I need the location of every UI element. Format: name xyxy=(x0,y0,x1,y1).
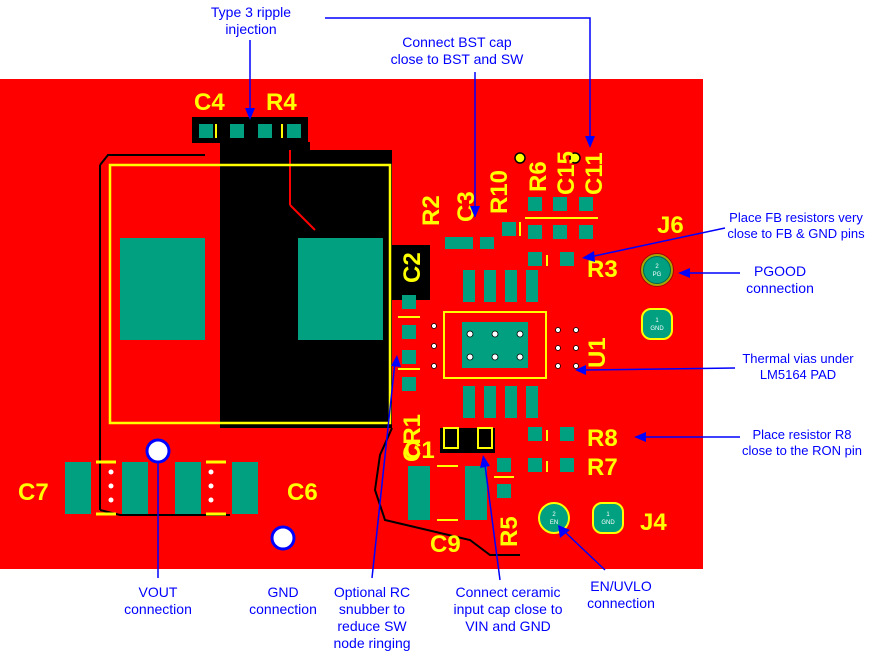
annotation-pgood: PGOOD connection xyxy=(746,263,814,296)
annotation-snubber: Optional RC snubber to reduce SW node ri… xyxy=(333,584,411,651)
annotation-vout: VOUT connection xyxy=(124,584,192,617)
j4-pin2-net: EN xyxy=(550,520,558,526)
vout-test-point xyxy=(145,438,171,464)
r8-pad xyxy=(528,427,542,441)
arrow-snubber xyxy=(371,361,396,579)
r3-pad xyxy=(560,252,574,266)
c3-pad xyxy=(445,237,473,249)
annotation-r8: Place resistor R8 close to the RON pin xyxy=(742,427,862,458)
c4-pad xyxy=(230,124,244,138)
j6-pin2-net: PG xyxy=(653,272,662,278)
u1-pin xyxy=(505,270,517,302)
arrow-c11 xyxy=(325,17,591,140)
j6-pin1-net: GND xyxy=(650,326,664,332)
c4-pad xyxy=(199,124,213,138)
refdes-c4: C4 xyxy=(194,89,225,116)
refdes-r10: R10 xyxy=(486,170,513,214)
refdes-c2: C2 xyxy=(399,252,426,283)
annotation-fb-resistors: Place FB resistors very close to FB & GN… xyxy=(727,210,865,241)
j6-pin-2 xyxy=(641,254,673,286)
r6-pad xyxy=(528,197,542,211)
j4-pin2-label: 2 xyxy=(552,512,556,518)
inductor-outline xyxy=(108,163,392,425)
j6-pin-1 xyxy=(641,308,673,340)
j4-pin-2 xyxy=(538,502,570,534)
u1-pin xyxy=(505,386,517,418)
u1-pin xyxy=(484,270,496,302)
c7-pad xyxy=(65,462,91,514)
c11-pad xyxy=(579,225,593,239)
j4-pin1-label: 1 xyxy=(606,512,610,518)
r6-pad xyxy=(528,225,542,239)
refdes-r2: R2 xyxy=(418,195,445,226)
refdes-c1: C1 xyxy=(404,437,435,464)
c1-outline xyxy=(477,427,493,449)
annotation-gnd: GND connection xyxy=(249,584,317,617)
refdes-u1: U1 xyxy=(584,337,611,368)
annotation-bst-cap: Connect BST cap close to BST and SW xyxy=(390,34,524,67)
cr1-pad xyxy=(402,325,416,339)
refdes-r5: R5 xyxy=(496,516,523,547)
arrow-fb xyxy=(584,227,726,259)
u1-pin xyxy=(526,386,538,418)
annotation-ripple-injection: Type 3 ripple injection xyxy=(210,4,292,37)
gnd-test-point xyxy=(270,525,296,551)
arrow-thermal xyxy=(584,367,736,371)
r5-pad xyxy=(497,458,511,472)
r4-pad xyxy=(287,124,301,138)
refdes-c15: C15 xyxy=(553,151,580,195)
refdes-r7: R7 xyxy=(587,454,618,481)
c9-pad xyxy=(408,466,430,520)
refdes-j6: J6 xyxy=(657,212,684,239)
c6-pad xyxy=(175,462,201,514)
refdes-c9: C9 xyxy=(430,531,461,558)
c7-pad xyxy=(122,462,148,514)
u1-pin xyxy=(526,270,538,302)
cr1-pad xyxy=(402,350,416,364)
u1-pin xyxy=(484,386,496,418)
u1-outline xyxy=(443,311,547,379)
r7-pad xyxy=(560,458,574,472)
refdes-c11: C11 xyxy=(581,152,608,195)
arrow-cin xyxy=(484,464,501,581)
refdes-c7: C7 xyxy=(18,479,49,506)
arrow-en xyxy=(564,531,606,571)
j4-pin-1 xyxy=(592,502,624,534)
r8-pad xyxy=(560,427,574,441)
r7-pad xyxy=(528,458,542,472)
r4-pad xyxy=(258,124,272,138)
u1-pin xyxy=(463,386,475,418)
r5-pad xyxy=(497,484,511,498)
c15-pad xyxy=(553,225,567,239)
u1-pin xyxy=(463,270,475,302)
u1-thermal-pad xyxy=(462,322,528,368)
refdes-c6: C6 xyxy=(287,479,318,506)
annotation-thermal-vias: Thermal vias under LM5164 PAD xyxy=(742,351,854,382)
c15-pad xyxy=(553,197,567,211)
refdes-r4: R4 xyxy=(266,89,297,116)
annotation-en-uvlo: EN/UVLO connection xyxy=(587,578,655,611)
j4-pin1-net: GND xyxy=(601,520,615,526)
inductor-pad-1 xyxy=(120,238,205,340)
c11-pad xyxy=(579,197,593,211)
inductor-pad-2 xyxy=(298,238,383,340)
c1-outline xyxy=(443,427,459,449)
c9-pad xyxy=(465,466,487,520)
refdes-j4: J4 xyxy=(640,509,667,536)
c6-pad xyxy=(232,462,258,514)
r3-pad xyxy=(528,252,542,266)
r10-pad xyxy=(502,222,516,236)
r10-pad xyxy=(480,237,494,249)
c2-pad xyxy=(402,295,416,309)
refdes-r6: R6 xyxy=(525,161,552,192)
j6-pin1-label: 1 xyxy=(655,318,659,324)
j6-pin2-label: 2 xyxy=(655,264,659,270)
cr1-pad xyxy=(402,377,416,391)
refdes-r8: R8 xyxy=(587,425,618,452)
refdes-cr1: CR1 xyxy=(399,414,426,462)
annotation-input-cap: Connect ceramic input cap close to VIN a… xyxy=(453,584,563,634)
